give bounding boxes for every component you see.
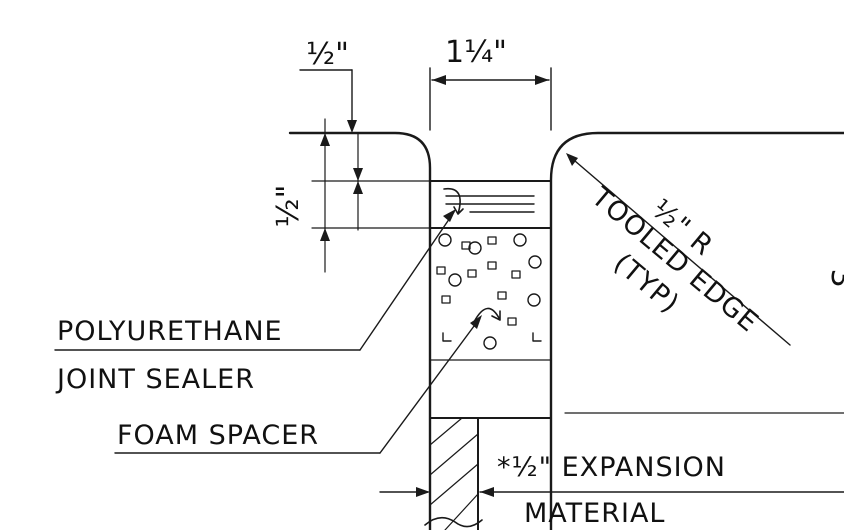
right-slab-edge	[549, 131, 844, 530]
joint-width-label: 1¼"	[445, 35, 507, 70]
sealer-leader	[54, 209, 456, 351]
tooled-edge-leader	[566, 153, 791, 346]
dimension-joint-width	[429, 67, 552, 131]
sealer-callout-line1: POLYURETHANE	[57, 316, 283, 347]
dimension-top-offset	[299, 69, 357, 133]
sealer-depth-label: ½"	[271, 185, 306, 228]
dimension-sealer-depth	[311, 118, 431, 273]
spacer-leader	[114, 315, 482, 454]
sealer-callout-line2: JOINT SEALER	[55, 364, 255, 395]
slab-thickness-label: 3"	[824, 269, 844, 302]
foam-spacer-zone	[429, 227, 552, 419]
top-offset-label: ½"	[306, 37, 349, 72]
left-slab-edge	[288, 131, 432, 530]
expansion-callout-line2: MATERIAL	[524, 498, 665, 529]
spacer-callout: FOAM SPACER	[117, 420, 319, 451]
expansion-callout-line1: *½" EXPANSION	[497, 452, 726, 483]
expansion-material-strip	[424, 417, 483, 530]
expansion-dimension	[379, 487, 844, 497]
